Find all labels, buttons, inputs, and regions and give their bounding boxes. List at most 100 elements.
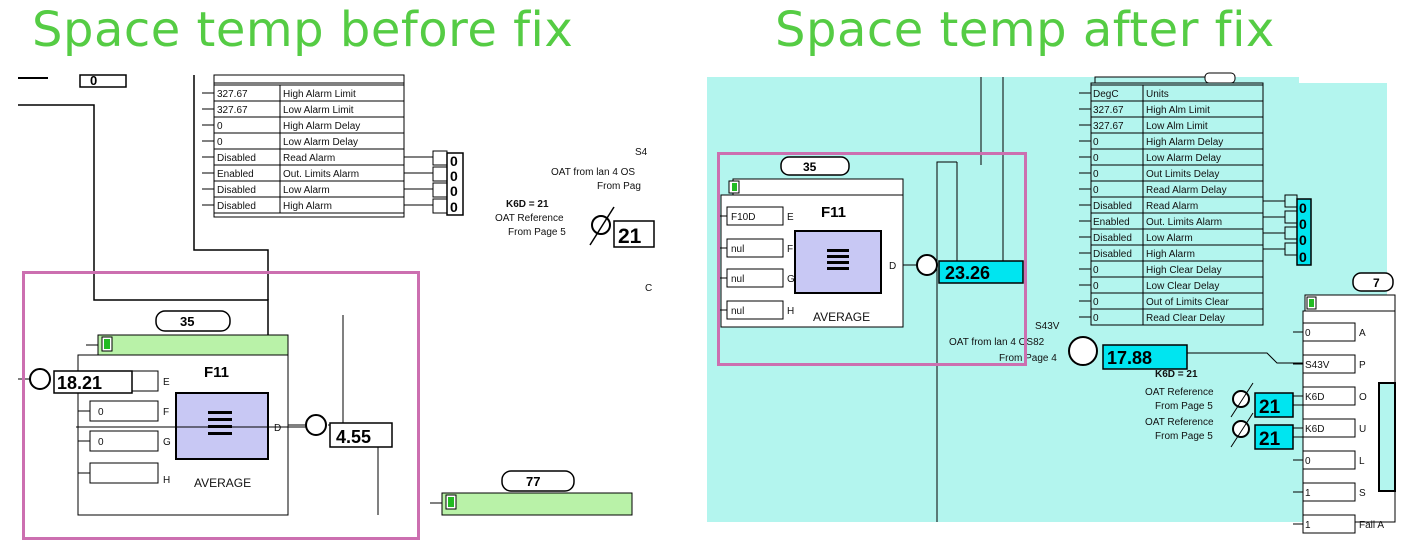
before-edge-char: C [645, 283, 652, 294]
after-from-page-5-2: From Page 5 [1155, 431, 1213, 442]
before-alarm-row-label: Read Alarm [283, 153, 335, 164]
before-alarm-row-value: 0 [217, 121, 223, 132]
before-block-number: 35 [180, 314, 194, 329]
after-alarm-row-value: 0 [1093, 265, 1099, 276]
before-input-value: 18.21 [57, 373, 102, 393]
after-output-sensor-icon [916, 254, 938, 276]
after-block3-pin: U [1359, 424, 1366, 435]
before-oat-value: 21 [618, 225, 642, 248]
after-alarm-row-label: Low Clear Delay [1146, 281, 1219, 292]
after-block3-pin: Fail A [1359, 520, 1384, 531]
before-status-digit-3: 0 [450, 183, 458, 199]
after-alarm-row-label: High Clear Delay [1146, 265, 1222, 276]
after-alarm-row-label: Read Clear Delay [1146, 313, 1225, 324]
after-block3-input-value: 0 [1305, 456, 1311, 467]
after-alarm-row-label: Low Alarm [1146, 233, 1193, 244]
before-alarm-row-label: High Alarm Limit [283, 89, 356, 100]
before-oat-from: OAT from lan 4 OS [551, 167, 635, 178]
before-alarm-row-value: Disabled [217, 201, 256, 212]
title-after: Space temp after fix [775, 2, 1275, 58]
after-alarm-row-label: High Alarm Delay [1146, 137, 1223, 148]
before-alarm-row-label: Out. Limits Alarm [283, 169, 359, 180]
after-input-e-value: F10D [731, 212, 755, 223]
after-alarm-row-value: 0 [1093, 185, 1099, 196]
before-pin-h: H [163, 475, 170, 486]
before-block2-number: 77 [526, 474, 540, 489]
after-block3-pin: L [1359, 456, 1365, 467]
after-pin-h: H [787, 306, 794, 317]
before-input-f-value: 0 [98, 407, 104, 418]
after-pin-f: F [787, 244, 793, 255]
after-alarm-row-label: Low Alm Limit [1146, 121, 1208, 132]
before-block-name: AVERAGE [194, 476, 251, 490]
after-block3-input-value: S43V [1305, 360, 1330, 371]
after-alarm-row-value: 0 [1093, 137, 1099, 148]
after-oat-value: 17.88 [1107, 348, 1152, 368]
after-alarm-row-value: 0 [1093, 281, 1099, 292]
after-alarm-row-value: Disabled [1093, 233, 1132, 244]
after-oat-reference-1: OAT Reference [1145, 387, 1214, 398]
after-block-number: 35 [803, 160, 817, 174]
after-block3-pin: P [1359, 360, 1366, 371]
after-oat-ref-value-1: 21 [1259, 397, 1281, 418]
after-alarm-row-label: High Alm Limit [1146, 105, 1210, 116]
after-block3-input-value: 1 [1305, 488, 1311, 499]
before-point-id: S4 [635, 147, 648, 158]
after-alarm-row-value: 327.67 [1093, 105, 1124, 116]
before-alarm-row-label: High Alarm [283, 201, 332, 212]
before-alarm-row-label: Low Alarm [283, 185, 330, 196]
after-block3-pin: S [1359, 488, 1366, 499]
after-alarm-row-value: 0 [1093, 313, 1099, 324]
after-alarm-row-label: Read Alarm Delay [1146, 185, 1227, 196]
after-alarm-row-label: Units [1146, 89, 1169, 100]
before-f11-block: 35 F11 AVERAGE 0 0 E F G H [18, 310, 393, 516]
before-status-digit-2: 0 [450, 168, 458, 184]
after-block3-pin: A [1359, 328, 1366, 339]
after-alarm-row-label: Out Limits Delay [1146, 169, 1219, 180]
after-oat-from: OAT from lan 4 OS82 [949, 337, 1045, 348]
after-highlight-box [717, 152, 1027, 366]
before-k6d: K6D = 21 [506, 199, 549, 210]
after-oat-sensor-icon [1068, 336, 1098, 366]
after-k6d: K6D = 21 [1155, 369, 1198, 380]
before-output-sensor-icon [305, 414, 327, 436]
before-from-page: From Pag [597, 181, 641, 192]
after-alarm-row-value: Enabled [1093, 217, 1130, 228]
before-status-digit-1: 0 [450, 153, 458, 169]
before-alarm-row-label: Low Alarm Delay [283, 137, 358, 148]
before-top-value: 0 [90, 73, 97, 88]
after-oat-reference-2: OAT Reference [1145, 417, 1214, 428]
after-alarm-row-label: Read Alarm [1146, 201, 1198, 212]
before-average-icon [208, 411, 232, 414]
before-alarm-row-value: Disabled [217, 153, 256, 164]
after-pin-e: E [787, 212, 794, 223]
after-f11-block: 35 F11 AVERAGE F10D nul nul nul [719, 156, 1024, 328]
after-block-code: F11 [821, 204, 846, 221]
before-alarm-row-value: 327.67 [217, 105, 248, 116]
after-point-id: S43V [1035, 321, 1060, 332]
before-highlight-box [22, 271, 420, 540]
before-status-column: 0 0 0 0 [404, 150, 464, 216]
after-block3-input-value: K6D [1305, 392, 1324, 403]
after-output-value: 23.26 [945, 263, 990, 283]
title-before: Space temp before fix [32, 2, 574, 58]
before-pin-f: F [163, 407, 169, 418]
after-block3-input-value: 0 [1305, 328, 1311, 339]
after-alarm-row-label: High Alarm [1146, 249, 1195, 260]
after-input-h-value: nul [731, 306, 744, 317]
before-from-page-5: From Page 5 [508, 227, 566, 238]
before-pin-g: G [163, 437, 171, 448]
before-output-value: 4.55 [336, 427, 371, 447]
after-input-f-value: nul [731, 244, 744, 255]
before-pin-d: D [274, 423, 281, 434]
after-average-icon [827, 249, 849, 252]
before-alarm-row-value: 327.67 [217, 89, 248, 100]
before-input-g-value: 0 [98, 437, 104, 448]
after-from-page-4: From Page 4 [999, 353, 1057, 364]
before-alarm-row-value: 0 [217, 137, 223, 148]
after-alarm-row-label: Low Alarm Delay [1146, 153, 1221, 164]
